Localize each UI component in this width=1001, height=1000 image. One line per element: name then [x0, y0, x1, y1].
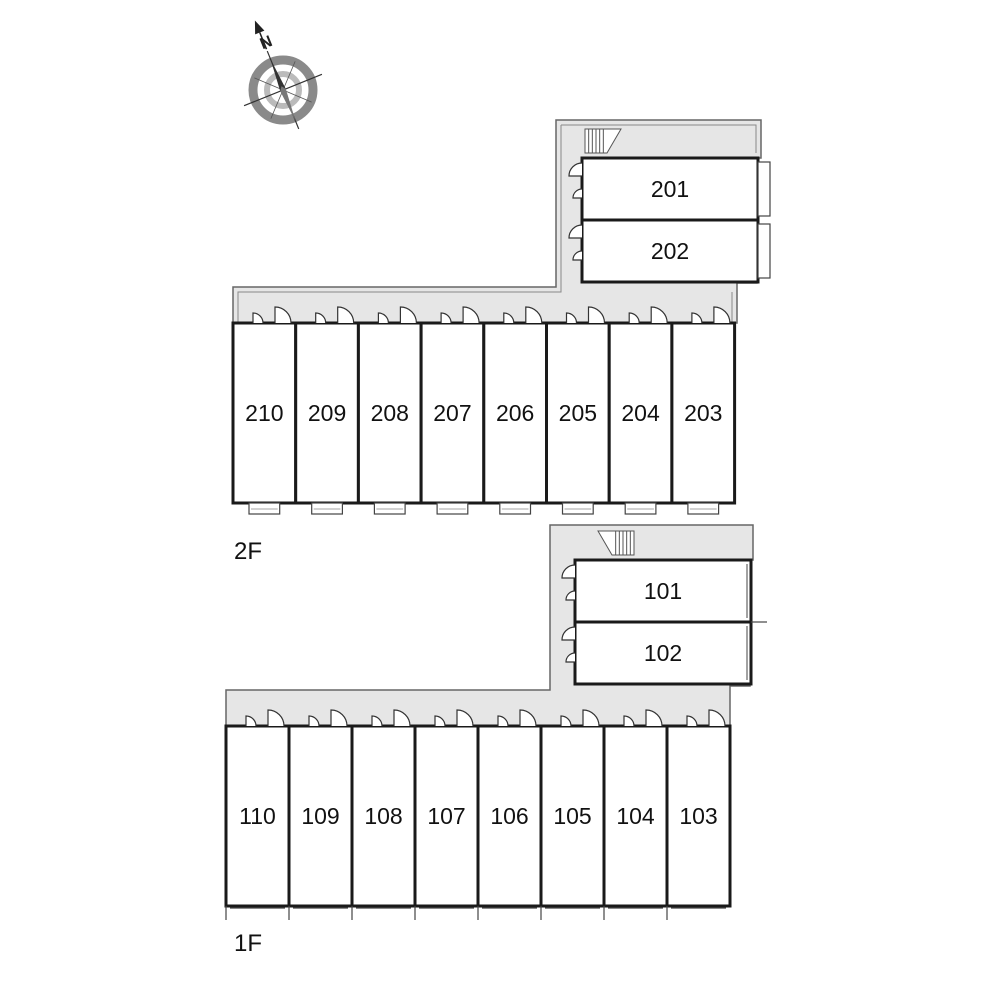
- unit-label-207: 207: [433, 400, 471, 426]
- stairs-2f-icon: [584, 128, 622, 154]
- corridor-2f-railing: [237, 124, 757, 322]
- compass-rose-icon: N: [243, 20, 323, 130]
- unit-108: 108: [350, 709, 417, 920]
- unit-label-210: 210: [245, 400, 283, 426]
- unit-102: 102: [561, 620, 753, 686]
- unit-207: 207: [419, 306, 486, 515]
- floor-1f: 101 102 110 109 108 107 106 105 104 103: [224, 524, 767, 920]
- unit-label-106: 106: [490, 803, 528, 829]
- unit-204: 204: [607, 306, 674, 515]
- compass-outer-ring: [248, 55, 318, 125]
- unit-203: 203: [670, 306, 737, 515]
- unit-label-104: 104: [616, 803, 655, 829]
- compass-north-label: N: [258, 33, 275, 53]
- compass-needles: [243, 20, 323, 130]
- unit-109: 109: [287, 709, 354, 920]
- unit-208: 208: [356, 306, 423, 515]
- units-1f: 101 102 110 109 108 107 106 105 104 103: [224, 558, 767, 920]
- unit-105: 105: [539, 709, 606, 920]
- unit-103: 103: [665, 709, 732, 920]
- unit-label-203: 203: [684, 400, 722, 426]
- unit-107: 107: [413, 709, 480, 920]
- unit-label-205: 205: [559, 400, 597, 426]
- unit-label-107: 107: [427, 803, 465, 829]
- unit-106: 106: [476, 709, 543, 920]
- unit-label-102: 102: [644, 640, 682, 666]
- unit-label-103: 103: [679, 803, 717, 829]
- unit-104: 104: [602, 709, 669, 920]
- unit-201: 201: [568, 156, 771, 222]
- unit-label-209: 209: [308, 400, 346, 426]
- unit-110: 110: [224, 709, 291, 920]
- units-2f: 201 202 210 209 208 207 206 205 204 203: [231, 156, 771, 515]
- unit-210: 210: [231, 306, 298, 515]
- unit-label-204: 204: [621, 400, 660, 426]
- unit-label-201: 201: [651, 176, 689, 202]
- unit-209: 209: [294, 306, 360, 515]
- unit-label-108: 108: [364, 803, 402, 829]
- unit-label-206: 206: [496, 400, 534, 426]
- stairs-1f-icon: [597, 530, 635, 556]
- unit-label-202: 202: [651, 238, 689, 264]
- unit-101: 101: [561, 558, 753, 624]
- unit-202: 202: [568, 218, 771, 284]
- unit-label-110: 110: [239, 803, 276, 829]
- floor-2f: 201 202 210 209 208 207 206 205 204 203: [231, 119, 771, 515]
- unit-label-208: 208: [371, 400, 409, 426]
- north-arrow-icon: [254, 20, 265, 35]
- unit-205: 205: [545, 306, 611, 515]
- unit-label-109: 109: [301, 803, 339, 829]
- unit-206: 206: [482, 306, 548, 515]
- floor-label-1f: 1F: [234, 930, 262, 957]
- unit-label-101: 101: [644, 578, 682, 604]
- floor-label-2f: 2F: [234, 538, 262, 565]
- unit-label-105: 105: [553, 803, 591, 829]
